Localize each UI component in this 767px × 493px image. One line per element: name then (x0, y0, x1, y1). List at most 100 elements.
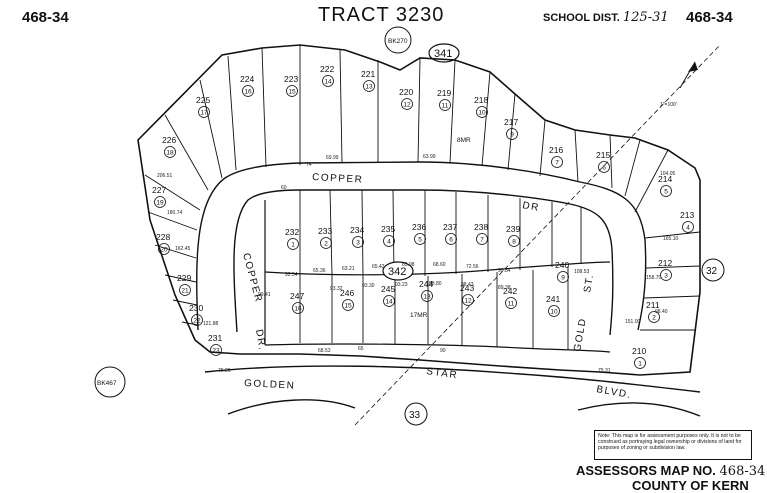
lot-circle (320, 237, 332, 249)
county-name: COUNTY OF KERN (632, 478, 749, 493)
parcel-number: 222 (320, 64, 334, 74)
svg-text:BK270: BK270 (388, 38, 408, 45)
parcel-number: 211 (646, 300, 660, 310)
street-copper-dr-top: COPPER (312, 172, 364, 186)
parcel-number: 227 (152, 185, 166, 195)
parcel-number: 210 (632, 346, 646, 356)
lot-number: 7 (480, 237, 484, 244)
street-gold-st: GOLD (572, 317, 589, 353)
inner-lot-lines (299, 189, 582, 350)
dimension-label: 99.41 (258, 292, 271, 298)
dimension-label: 65.36 (313, 268, 326, 274)
mr-label: 8MR (457, 137, 471, 144)
lot-number: 10 (550, 309, 558, 316)
dimension-label: 68.60 (433, 262, 446, 268)
dimension-label: 98.80 (429, 281, 442, 287)
bk467-badge: BK467 (94, 366, 126, 398)
lot-number: 1 (638, 361, 642, 368)
parcel-210: 210 1 (632, 346, 646, 369)
lot-number: 2 (652, 315, 656, 322)
lot-number: 4 (387, 239, 391, 246)
parcel-218: 218 10 (474, 95, 488, 118)
parcel-240: 240 9 (555, 260, 569, 283)
parcel-number: 239 (506, 224, 520, 234)
dimension-label: 98.40 (655, 309, 668, 315)
lot-circle (439, 99, 451, 111)
parcel-number: 240 (555, 260, 569, 270)
assessors-map-value: 468-34 (719, 464, 766, 479)
parcel-number: 244 (419, 279, 433, 289)
parcel-number: 218 (474, 95, 488, 105)
north-arrow: 1"=100' (660, 61, 698, 108)
lot-circle (462, 294, 474, 306)
lot-circle (164, 146, 176, 158)
map-code-left: 468-34 (22, 9, 69, 26)
lot-circle (191, 314, 203, 326)
lot-number: 16 (244, 89, 252, 96)
parcel-number: 235 (381, 224, 395, 234)
block-split-line (264, 261, 611, 276)
street-star: STAR (426, 366, 459, 381)
lot-number: 13 (423, 294, 431, 301)
lot-circle (198, 106, 210, 118)
lot-circle (292, 302, 304, 314)
golden-star-blvd-curb-bottom-right (577, 402, 701, 417)
assessors-map-number: ASSESSORS MAP NO. 468-34 (576, 463, 765, 479)
parcel-number: 223 (284, 74, 298, 84)
parcel-235: 235 4 (381, 224, 395, 247)
school-district-value: 125-31 (622, 10, 669, 25)
dimension-label: 121.88 (203, 321, 219, 327)
dimension-label: 92.54 (285, 272, 298, 278)
dimension-label: 69.99 (326, 155, 339, 161)
lot-number: 2 (324, 241, 328, 248)
parcel-number: 226 (162, 135, 176, 145)
lot-number: 1 (291, 242, 295, 249)
lot-number: 5 (664, 189, 668, 196)
lot-number: 3 (664, 273, 668, 280)
east-lot-lines (640, 231, 701, 331)
dimension-label: 206.51 (157, 173, 173, 179)
copper-dr-outer-edge (196, 161, 647, 331)
lot-circle (401, 98, 413, 110)
dimension-label: 63.99 (423, 154, 436, 160)
lot-number: 3 (356, 240, 360, 247)
lot-number: 10 (478, 110, 486, 117)
lot-number: 9 (510, 132, 514, 139)
dimension-label: 158.70 (646, 275, 662, 281)
lot-circle (682, 221, 694, 233)
lot-number: 9 (561, 275, 565, 282)
dimension-label: 65.42 (372, 264, 385, 270)
parcel-244: 244 13 (419, 279, 433, 302)
school-district: SCHOOL DIST. 125-31 (543, 10, 669, 25)
tract-title: TRACT 3230 (318, 4, 445, 26)
assessors-map-label: ASSESSORS MAP NO. (576, 463, 716, 478)
street-blvd: BLVD. (595, 384, 632, 401)
dimension-label: 60 (281, 185, 287, 191)
golden-star-blvd-curb-bottom-left (227, 399, 356, 415)
lot-circle (660, 185, 672, 197)
lot-circle (179, 284, 191, 296)
svg-text:32: 32 (706, 266, 718, 277)
lot-number: 13 (365, 84, 373, 91)
parcel-number: 242 (503, 286, 517, 296)
dimension-label: 104.05 (660, 171, 676, 177)
lot-circle (154, 196, 166, 208)
svg-text:342: 342 (388, 266, 406, 278)
parcel-number: 237 (443, 222, 457, 232)
